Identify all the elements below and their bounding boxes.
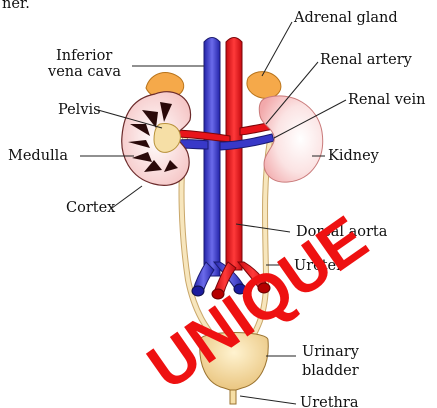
label-bladder: bladder [302,363,359,379]
label-renal-artery: Renal artery [320,52,413,68]
label-adrenal-gland: Adrenal gland [293,10,398,26]
label-urethra: Urethra [300,395,359,408]
label-kidney: Kidney [328,148,380,164]
partial-header-text: ner. [2,0,30,12]
label-urinary: Urinary [302,344,360,360]
label-medulla: Medulla [8,148,68,164]
label-cortex: Cortex [66,200,115,216]
urethra-tube [230,390,236,404]
kidney-left-section [122,92,191,186]
label-inferior: Inferior [56,48,112,64]
label-pelvis: Pelvis [58,102,101,118]
label-renal-vein: Renal vein [348,92,425,108]
adrenal-gland-right [247,72,281,99]
label-vena-cava: vena cava [47,64,121,80]
